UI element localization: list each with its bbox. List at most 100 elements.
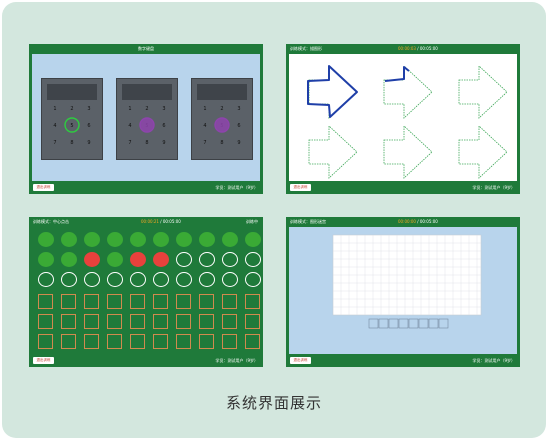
empty-slot[interactable] (130, 314, 145, 329)
keypad-key[interactable]: 6 (162, 123, 166, 129)
empty-slot[interactable] (84, 334, 99, 349)
exit-button[interactable]: 退出训练 (33, 184, 54, 191)
keypad-key[interactable]: 3 (237, 106, 241, 112)
empty-slot[interactable] (38, 314, 53, 329)
keypad-key[interactable]: 1 (203, 106, 207, 112)
keypad-key[interactable]: 2 (70, 106, 74, 112)
keypad-key[interactable]: 6 (87, 123, 91, 129)
target-circle[interactable] (130, 232, 146, 247)
empty-slot[interactable] (176, 294, 191, 309)
empty-slot[interactable] (222, 294, 237, 309)
empty-slot[interactable] (245, 334, 260, 349)
exit-button[interactable]: 退出训练 (33, 357, 54, 364)
target-circle[interactable] (61, 232, 77, 247)
keypad-key[interactable]: 1 (53, 106, 57, 112)
empty-slot[interactable] (107, 334, 122, 349)
keypad-key[interactable]: 4 (203, 123, 207, 129)
keypad-key[interactable]: 9 (87, 140, 91, 146)
keypad-key[interactable]: 8 (220, 140, 224, 146)
answer-slot[interactable] (388, 318, 399, 329)
target-circle[interactable] (153, 252, 169, 267)
keypad-key[interactable]: 9 (162, 140, 166, 146)
target-circle[interactable] (222, 252, 238, 267)
target-circle[interactable] (176, 232, 192, 247)
keypad-key[interactable]: 7 (53, 140, 57, 146)
exit-button[interactable]: 退出训练 (290, 184, 311, 191)
empty-slot[interactable] (130, 334, 145, 349)
keypad-key[interactable]: 8 (145, 140, 149, 146)
target-circle[interactable] (130, 272, 146, 287)
answer-slot[interactable] (368, 318, 379, 329)
target-circle[interactable] (61, 272, 77, 287)
keypad-key[interactable]: 3 (162, 106, 166, 112)
empty-slot[interactable] (199, 314, 214, 329)
empty-slot[interactable] (199, 294, 214, 309)
answer-slot[interactable] (408, 318, 419, 329)
target-circle[interactable] (199, 232, 215, 247)
answer-slot[interactable] (428, 318, 439, 329)
empty-slot[interactable] (153, 294, 168, 309)
target-circle[interactable] (38, 252, 54, 267)
target-circle[interactable] (84, 272, 100, 287)
keypad-key[interactable]: 1 (128, 106, 132, 112)
target-circle[interactable] (199, 272, 215, 287)
target-circle[interactable] (153, 232, 169, 247)
target-circle[interactable] (222, 272, 238, 287)
keypad-key[interactable]: 8 (70, 140, 74, 146)
empty-slot[interactable] (222, 314, 237, 329)
empty-slot[interactable] (38, 334, 53, 349)
empty-slot[interactable] (107, 314, 122, 329)
empty-slot[interactable] (153, 334, 168, 349)
answer-slot[interactable] (378, 318, 389, 329)
keypad-key[interactable]: 2 (145, 106, 149, 112)
keypad-key[interactable]: 7 (128, 140, 132, 146)
mode-label: 训练模式：描图形 (290, 46, 322, 51)
target-circle[interactable] (107, 272, 123, 287)
keypad-key[interactable]: 5 (70, 123, 74, 129)
target-circle[interactable] (107, 232, 123, 247)
empty-slot[interactable] (222, 334, 237, 349)
answer-slot[interactable] (398, 318, 409, 329)
keypad-key[interactable]: 3 (87, 106, 91, 112)
empty-slot[interactable] (38, 294, 53, 309)
keypad-key[interactable]: 2 (220, 106, 224, 112)
target-circle[interactable] (245, 232, 261, 247)
keypad-key[interactable]: 9 (237, 140, 241, 146)
empty-slot[interactable] (153, 314, 168, 329)
empty-slot[interactable] (107, 294, 122, 309)
keypad-key[interactable]: 6 (237, 123, 241, 129)
empty-slot[interactable] (61, 334, 76, 349)
target-circle[interactable] (176, 272, 192, 287)
drawing-canvas[interactable] (289, 54, 517, 181)
answer-slot[interactable] (418, 318, 429, 329)
target-circle[interactable] (38, 272, 54, 287)
target-circle[interactable] (199, 252, 215, 267)
empty-slot[interactable] (61, 314, 76, 329)
empty-slot[interactable] (176, 314, 191, 329)
exit-button[interactable]: 退出训练 (290, 357, 311, 364)
empty-slot[interactable] (61, 294, 76, 309)
target-circle[interactable] (245, 272, 261, 287)
empty-slot[interactable] (130, 294, 145, 309)
target-circle[interactable] (222, 232, 238, 247)
target-circle[interactable] (153, 272, 169, 287)
target-circle[interactable] (176, 252, 192, 267)
target-circle[interactable] (84, 232, 100, 247)
answer-slot[interactable] (438, 318, 449, 329)
empty-slot[interactable] (84, 294, 99, 309)
target-circle[interactable] (107, 252, 123, 267)
keypad-key[interactable]: 4 (53, 123, 57, 129)
empty-slot[interactable] (245, 314, 260, 329)
keypad-key[interactable]: 7 (203, 140, 207, 146)
target-circle[interactable] (38, 232, 54, 247)
target-circle[interactable] (130, 252, 146, 267)
empty-slot[interactable] (245, 294, 260, 309)
empty-slot[interactable] (199, 334, 214, 349)
target-circle[interactable] (245, 252, 261, 267)
empty-slot[interactable] (176, 334, 191, 349)
target-circle[interactable] (61, 252, 77, 267)
target-circle[interactable] (84, 252, 100, 267)
maze-grid[interactable] (289, 227, 517, 354)
empty-slot[interactable] (84, 314, 99, 329)
keypad-key[interactable]: 4 (128, 123, 132, 129)
